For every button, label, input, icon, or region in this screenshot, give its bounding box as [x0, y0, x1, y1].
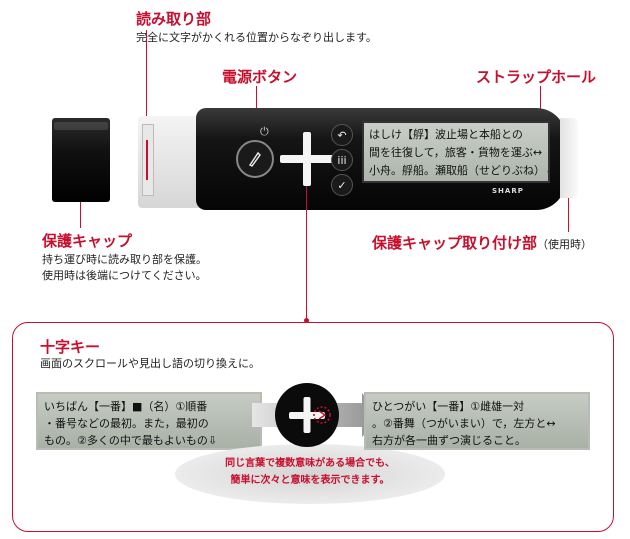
cap-mount-title-text: 保護キャップ取り付け部 — [372, 234, 538, 252]
power-symbol-icon: ⏻ — [260, 125, 269, 138]
cross-key-leader-dot — [304, 318, 309, 323]
reader-title: 読み取り部 — [136, 10, 212, 28]
reader-marker — [146, 140, 150, 180]
cap-mount-title: 保護キャップ取り付け部（使用時） — [372, 232, 592, 253]
after-line: 右方が各一曲ずつ演じること。 — [372, 434, 526, 447]
note-ellipse — [175, 444, 445, 504]
power-title: 電源ボタン — [222, 68, 298, 86]
screen-line: 間を往復して，旅客・貨物を運ぶ↔ — [369, 146, 543, 159]
cross-key-leader — [306, 186, 307, 324]
after-line: 。②番舞（つがいまい）で，左方と↔ — [372, 417, 556, 430]
brand-logo: SHARP — [492, 187, 524, 195]
screen-line: 小舟。艀船。瀬取船（せどりぶね）⇩ — [369, 164, 550, 177]
cap-desc-2: 使用時は後端につけてください。 — [42, 269, 207, 282]
back-button[interactable]: ↶ — [331, 124, 353, 146]
reader-desc: 完全に文字がかくれる位置からなぞり出します。 — [136, 31, 377, 44]
reader-tip — [142, 124, 154, 196]
strap-leader — [540, 86, 541, 112]
before-line: いちばん【一番】■（名）①順番 — [44, 400, 208, 413]
cross-key-title: 十字キー — [40, 338, 101, 356]
note-line-2: 簡単に次々と意味を表示できます。 — [230, 475, 390, 486]
protective-cap — [52, 118, 110, 202]
check-button[interactable]: ✓ — [331, 174, 353, 196]
cap-mount-note: （使用時） — [537, 238, 593, 251]
screen-line: はしけ【艀】波止場と本船との — [369, 128, 523, 141]
cross-key-icon — [289, 397, 331, 433]
before-line: ・番号などの最初。また，最初の — [44, 417, 209, 430]
cross-key-illustration — [275, 383, 339, 447]
cap-desc-1: 持ち運び時に読み取り部を保護。 — [42, 253, 207, 266]
after-screen: ひとつがい【一番】①雌雄一対 。②番舞（つがいまい）で，左方と↔ 右方が各一曲ず… — [364, 392, 590, 450]
menu-button[interactable]: iii — [331, 149, 353, 171]
before-screen: いちばん【一番】■（名）①順番 ・番号などの最初。また，最初の もの。②多くの中… — [36, 392, 262, 450]
cross-key-desc: 画面のスクロールや見出し語の切り換えに。 — [40, 357, 260, 370]
reader-leader-v — [146, 30, 147, 142]
power-button[interactable] — [236, 140, 274, 178]
strap-title: ストラップホール — [476, 68, 597, 86]
before-line: もの。②多くの中で最もよいもの⇩ — [44, 434, 218, 447]
device-screen: はしけ【艀】波止場と本船との 間を往復して，旅客・貨物を運ぶ↔ 小舟。艀船。瀬取… — [362, 121, 550, 183]
cap-mount — [560, 118, 578, 198]
note-line-1: 同じ言葉で複数意味がある場合でも、 — [225, 458, 395, 469]
after-line: ひとつがい【一番】①雌雄一対 — [372, 400, 525, 413]
cap-mount-leader — [568, 198, 569, 232]
cross-key-note: 同じ言葉で複数意味がある場合でも、 簡単に次々と意味を表示できます。 — [175, 455, 445, 489]
cap-leader — [80, 202, 81, 228]
pen-icon — [248, 151, 261, 167]
cap-title: 保護キャップ — [42, 232, 133, 250]
cross-key[interactable] — [280, 132, 334, 186]
